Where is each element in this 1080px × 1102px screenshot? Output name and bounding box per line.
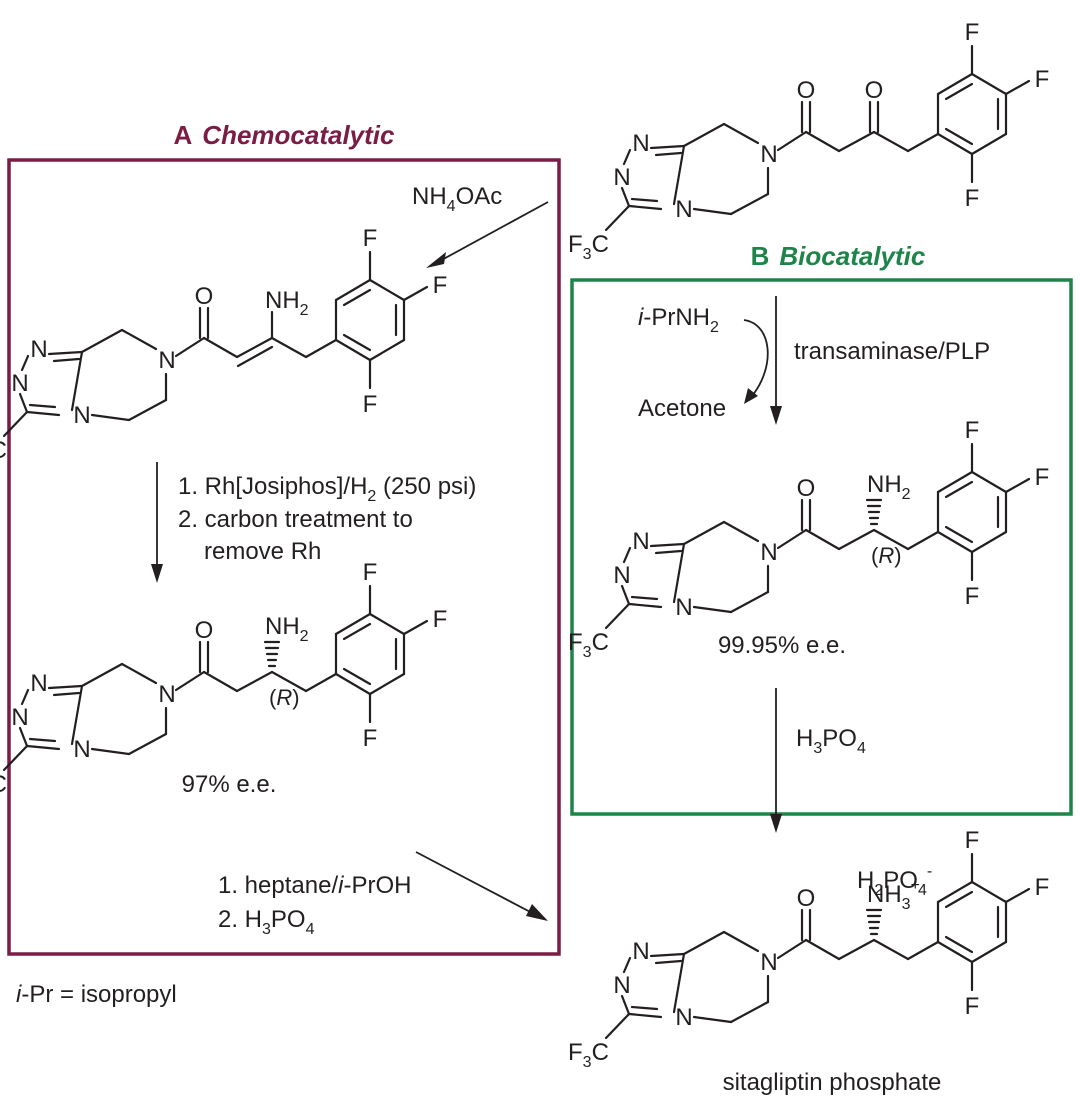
sitagliptin-bio-product: NH2 (R) xyxy=(566,415,1051,663)
arrow-head xyxy=(770,814,782,833)
sitagliptin-phosphate-product: NH3+ H2PO4- xyxy=(566,825,1051,1073)
nh4oac-reagent-label: NH4OAc xyxy=(412,183,502,215)
enamine-formation-arrow xyxy=(437,201,549,263)
salt-formation-arrow xyxy=(415,851,537,916)
enamine-intermediate: NH2 xyxy=(0,223,449,471)
dihydrogen-phosphate-label: H2PO4- xyxy=(857,863,932,899)
ammonium-label: NH3+ xyxy=(867,877,920,913)
sitagliptin-chemo-product: NH2 (R) xyxy=(0,557,449,805)
panel-b-frame xyxy=(570,278,1073,816)
carbon-treatment-step-label-2: remove Rh xyxy=(204,538,321,565)
product-name-label: sitagliptin phosphate xyxy=(723,1069,942,1096)
enamine-nh2-label: NH2 xyxy=(265,287,309,319)
ee-bio-label: 99.95% e.e. xyxy=(718,632,846,659)
ee-chemo-label: 97% e.e. xyxy=(182,771,277,798)
ketone-starting-material: O xyxy=(566,17,1051,265)
phosphoric-acid-step-label: 2. H3PO4 xyxy=(218,906,315,938)
isopropylamine-label: i-PrNH2 xyxy=(638,304,719,336)
amine-nh2-label: NH2 xyxy=(265,613,309,645)
amine-nh2-label: NH2 xyxy=(867,471,911,503)
panel-a-frame xyxy=(7,158,561,956)
stereo-descriptor-label: (R) xyxy=(269,685,300,710)
phosphoric-acid-label: H3PO4 xyxy=(796,725,866,757)
ketone-oxygen-label: O xyxy=(865,77,884,104)
carbon-treatment-step-label: 2. carbon treatment to xyxy=(178,506,413,533)
transaminase-label: transaminase/PLP xyxy=(794,338,990,365)
arrow-head xyxy=(426,252,446,268)
footnote: i-Pr = isopropyl xyxy=(16,981,177,1008)
heptane-step-label: 1. heptane/i-PrOH xyxy=(218,872,411,899)
amine-donor-curved-arrow xyxy=(743,319,769,397)
arrow-head xyxy=(744,388,758,404)
arrow-head xyxy=(151,564,163,583)
stereo-descriptor-label: (R) xyxy=(871,543,902,568)
acetone-label: Acetone xyxy=(638,395,726,422)
arrow-head xyxy=(770,406,782,425)
arrow-head xyxy=(526,904,548,921)
hydrogenation-step-label: 1. Rh[Josiphos]/H2 (250 psi) xyxy=(178,473,476,505)
